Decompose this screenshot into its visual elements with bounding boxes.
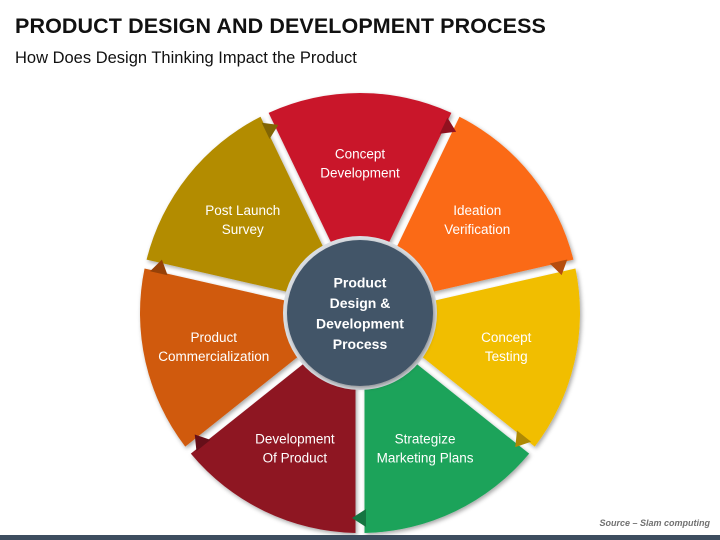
page-subtitle: How Does Design Thinking Impact the Prod… (15, 49, 357, 67)
source-note: Source – Slam computing (599, 518, 710, 528)
segment-development-of-product: Development Of Product (190, 346, 356, 533)
segment-label-line: Development (320, 166, 400, 181)
segment-shape (268, 92, 452, 268)
flow-arrow-icon (261, 122, 279, 140)
flow-arrow-icon (515, 430, 532, 448)
segment-label-line: Concept (481, 330, 532, 345)
hub-label-line: Development (316, 315, 404, 331)
flow-arrow-icon (439, 117, 457, 134)
segment-label-line: Survey (222, 222, 264, 237)
segment-label-line: Ideation (453, 203, 501, 218)
footer-bar (0, 535, 720, 540)
segment-shape (400, 268, 580, 447)
segment-shape (190, 346, 356, 533)
segment-label-line: Of Product (263, 451, 328, 466)
hub-label-line: Product (334, 274, 387, 290)
segment-label-line: Concept (335, 147, 386, 162)
hub-circle (287, 240, 433, 386)
segment-label-line: Strategize (395, 432, 456, 447)
flow-arrow-icon (352, 509, 366, 527)
segment-label-line: Post Launch (205, 203, 280, 218)
segment-label-line: Marketing Plans (377, 451, 474, 466)
flow-arrow-icon (549, 259, 568, 276)
segment-label: Development Of Product (255, 432, 335, 466)
flow-arrow-icon (194, 434, 211, 452)
segment-shape (139, 268, 320, 447)
page-title: PRODUCT DESIGN AND DEVELOPMENT PROCESS (15, 14, 547, 38)
flow-arrow-icon (150, 259, 168, 276)
segment-shape (364, 346, 530, 533)
segment-label-line: Product (190, 330, 237, 345)
hub-label-line: Process (333, 336, 388, 352)
hub-label-line: Design & (330, 295, 391, 311)
segment-label-line: Verification (444, 222, 510, 237)
segment-shape (146, 116, 336, 298)
segment-label-line: Commercialization (158, 349, 269, 364)
segment-label-line: Development (255, 432, 335, 447)
segment-shape (384, 116, 574, 298)
segment-label-line: Testing (485, 349, 528, 364)
